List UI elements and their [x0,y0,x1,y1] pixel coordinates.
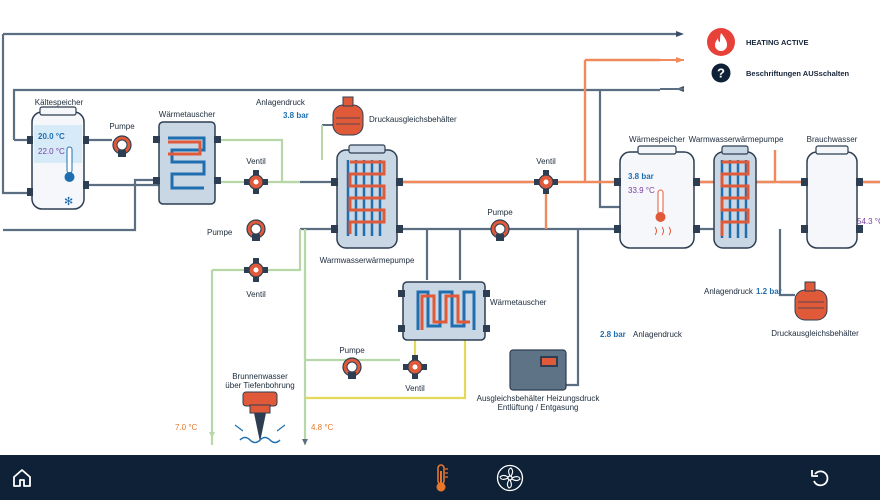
hw-heat-pump-1-label: Warmwasserwärmepumpe [319,256,415,265]
system-diagram: ✻ [1,27,880,445]
home-icon [13,468,31,487]
fan-icon [496,464,524,491]
heating-buffer-tank [509,349,567,391]
valve-2 [243,257,269,283]
fan-button[interactable] [488,455,532,500]
hw-heat-pump-1 [331,144,403,249]
pump-4-label: Pumpe [339,346,365,355]
hw-heat-pump-2-label: Warmwasserwärmepumpe [688,135,784,144]
pump-3 [490,219,510,242]
service-water-label: Brauchwasser [806,135,858,144]
pressure-1-value: 3.8 bar [283,111,309,120]
pipe-diagram: ✻ [1,31,880,445]
thermometer-button[interactable] [419,455,463,500]
reload-button[interactable] [798,455,842,500]
well-water-label-2: über Tiefenbohrung [225,381,295,390]
heating-status: HEATING ACTIVE [706,27,809,57]
heat-storage-temp: 33.9 °C [628,186,655,195]
pressure-3-value: 1.2 bar [756,287,782,296]
well-arrows [209,432,308,445]
pump-2-label: Pumpe [207,228,233,237]
home-button[interactable] [0,455,44,500]
valve-4-label: Ventil [405,384,425,393]
heat-exchanger-2 [398,281,490,341]
expansion-vessel-2 [794,281,828,321]
cold-storage-temp-bottom: 22.0 °C [38,147,65,156]
cold-storage-tank: ✻ [27,106,89,210]
system-pressure-1-label: Anlagendruck [256,98,305,107]
system-pressure-3-label: Anlagendruck [704,287,753,296]
valve-3 [533,169,559,195]
svg-text:✻: ✻ [64,195,73,208]
yellow-pipes [305,340,467,400]
bottom-nav-bar [0,455,880,500]
pump-1-label: Pumpe [109,122,135,131]
buffer-tank-label-2: Entlüftung / Entgasung [497,403,579,412]
pump-2 [246,219,266,242]
valve-1-label: Ventil [246,157,266,166]
help-icon: ? [711,63,731,83]
heat-exchanger-1-label: Wärmetauscher [158,110,216,119]
valve-4 [402,354,428,380]
temp-right: 4.8 °C [311,423,334,432]
heat-storage-tank [614,145,700,249]
pump-4 [342,357,362,380]
heat-exchanger-2-label: Wärmetauscher [490,298,547,307]
svg-text:?: ? [717,66,725,81]
toggle-labels-label: Beschriftungen AUSschalten [746,68,850,78]
green-pipes [210,138,400,445]
pump-3-label: Pumpe [487,208,513,217]
well-water-label-1: Brunnenwasser [232,372,288,381]
service-water-tank [801,145,863,249]
thermometer-icon [436,463,448,491]
valve-1 [243,169,269,195]
temp-left: 7.0 °C [175,423,198,432]
cold-storage-temp-top: 20.0 °C [38,132,65,141]
heat-storage-label: Wärmespeicher [628,135,686,144]
valve-3-label: Ventil [536,157,556,166]
reload-icon [811,469,829,486]
service-water-temp: 54.3 °C [857,217,880,226]
heat-storage-pressure: 3.8 bar [628,172,654,181]
well-drill [234,391,286,444]
expansion-vessel-1-label: Druckausgleichsbehälter [369,115,457,124]
heat-exchanger-1 [153,121,221,205]
system-pressure-2-label: Anlagendruck [633,330,682,339]
expansion-vessel-2-label: Druckausgleichsbehälter [771,329,859,338]
cold-storage-label: Kältespeicher [34,98,84,107]
toggle-labels-button[interactable]: ? Beschriftungen AUSschalten [706,63,849,83]
expansion-vessel-1 [321,96,364,160]
valve-2-label: Ventil [246,290,266,299]
flame-icon [707,28,735,56]
buffer-tank-label-1: Ausgleichsbehälter Heizungsdruck [476,394,600,403]
heating-active-label: HEATING ACTIVE [746,37,809,47]
status-panel: HEATING ACTIVE ? Beschriftungen AUSschal… [706,27,876,87]
pressure-2-value: 2.8 bar [600,330,626,339]
pump-1 [112,135,132,158]
hw-heat-pump-2 [713,145,757,249]
flow-arrows [660,31,684,92]
